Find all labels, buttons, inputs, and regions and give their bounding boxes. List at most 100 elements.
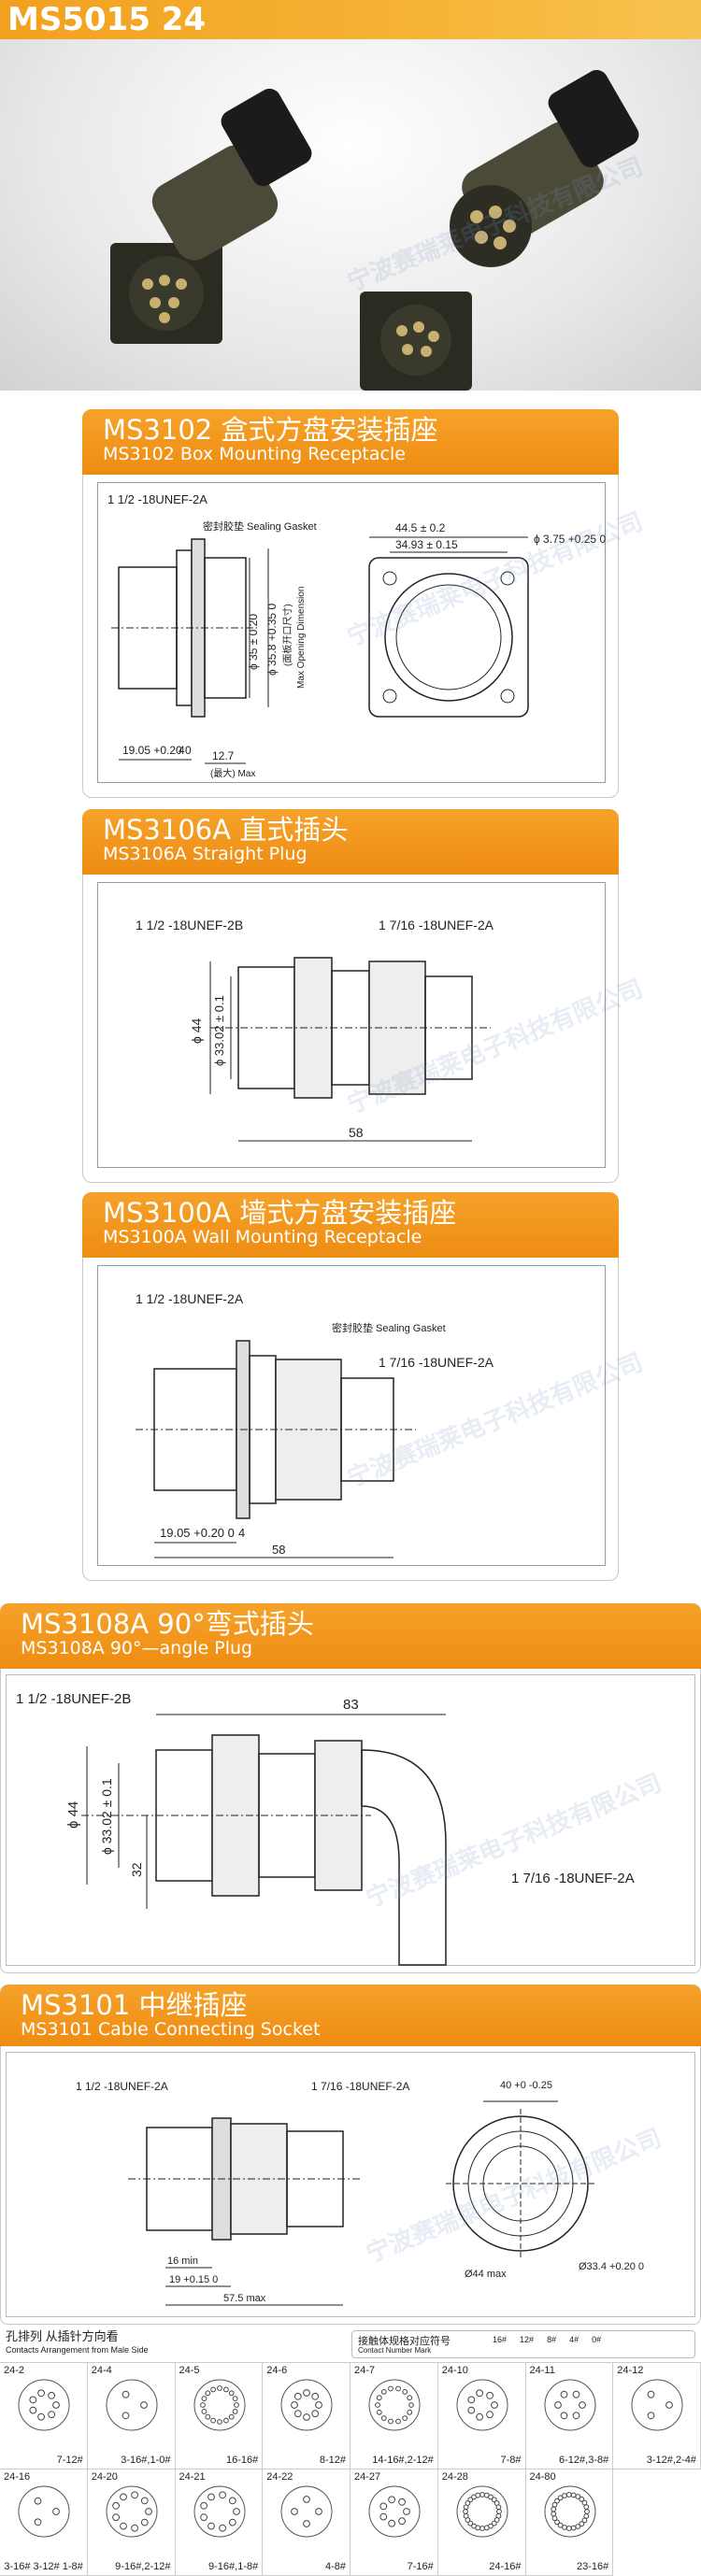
contact-pin — [581, 2517, 587, 2524]
contact-code: 24-22 — [266, 2471, 293, 2483]
ms3101-thread-left: 1 1/2 -18UNEF-2A — [76, 2080, 168, 2093]
contact-pin — [233, 2402, 239, 2408]
contact-pin — [463, 2512, 469, 2519]
contact-desc: 4-8# — [324, 2561, 346, 2572]
contact-arrangement-icon — [631, 2379, 683, 2431]
contact-desc: 8-12# — [319, 2455, 346, 2466]
contact-pin — [491, 2497, 497, 2503]
contact-pin — [111, 2501, 120, 2510]
contact-pin — [122, 2390, 130, 2398]
contact-pin — [294, 2410, 302, 2418]
contact-pin — [204, 2390, 210, 2397]
contact-desc: 7-12# — [56, 2455, 83, 2466]
contact-desc: 16-16# — [225, 2455, 259, 2466]
contact-pin — [398, 2498, 406, 2506]
contact-pin — [216, 2419, 222, 2425]
section-ms3101-title-cn: MS3101 中继插座 — [21, 1989, 248, 2021]
contacts-title-en: Contacts Arrangement from Male Side — [6, 2345, 149, 2355]
ms3108a-drawing-svg: 1 1/2 -18UNEF-2B 83 ϕ 44 ϕ 33.02 ± 0.1 3… — [16, 1691, 635, 1966]
ms3100a-len1: 19.05 +0.20 0 — [160, 1526, 235, 1540]
ms3108a-length: 83 — [343, 1697, 359, 1713]
contact-pin — [232, 2409, 237, 2414]
ms3102-drawing-svg: 1 1/2 -18UNEF-2A 密封胶垫 Sealing Gasket ϕ 3… — [107, 492, 606, 779]
contact-arrangement-icon — [193, 2485, 245, 2538]
contact-mark-item: 8# — [547, 2335, 557, 2344]
contact-pin — [561, 2525, 567, 2530]
contact-pin — [311, 2392, 320, 2400]
section-ms3108a-header: MS3108A 90°弯式插头 MS3108A 90°—angle Plug — [0, 1603, 701, 1669]
contact-desc: 3-16#,1-0# — [121, 2455, 171, 2466]
ms3100a-drawing: 1 1/2 -18UNEF-2A 密封胶垫 Sealing Gasket 1 7… — [97, 1265, 606, 1566]
ms3102-gasket-label: 密封胶垫 Sealing Gasket — [203, 519, 317, 533]
contacts-heading: 孔排列 从插针方向看 Contacts Arrangement from Mal… — [6, 2330, 305, 2355]
contact-pin — [565, 2492, 572, 2498]
contact-pin — [578, 2401, 586, 2409]
page-title: MS5015 24 — [0, 0, 701, 39]
ms3102-len2: 4 — [179, 744, 185, 757]
ms3106a-length: 58 — [349, 1125, 364, 1140]
contact-pin — [398, 2517, 406, 2526]
contact-pin — [491, 2520, 497, 2526]
contact-pin — [130, 2491, 138, 2499]
contact-pin — [144, 2508, 152, 2515]
contact-pin — [228, 2497, 236, 2505]
section-ms3102-title-en: MS3102 Box Mounting Receptacle — [103, 444, 406, 464]
contact-pin — [467, 2520, 473, 2526]
contact-pin — [218, 2491, 226, 2499]
ms3102-len3: 12.7 — [212, 749, 235, 762]
connector-right-image — [360, 69, 639, 391]
contact-pin — [395, 2385, 401, 2392]
contact-pin — [574, 2494, 580, 2499]
ms3102-w1: 44.5 ± 0.2 — [395, 521, 446, 534]
contact-mark-item: 4# — [569, 2335, 579, 2344]
contact-pin — [139, 2401, 148, 2409]
contact-pin — [199, 2513, 207, 2522]
contact-desc: 6-12#,3-8# — [559, 2455, 609, 2466]
section-ms3106a-title-cn: MS3106A 直式插头 — [103, 814, 349, 846]
contact-pin — [294, 2392, 302, 2400]
ms3108a-thread-right: 1 7/16 -18UNEF-2A — [511, 1871, 635, 1886]
contact-pin — [291, 2508, 299, 2515]
ms3102-d1-label: ϕ 35 ± 0.20 — [247, 614, 260, 670]
contact-pin — [140, 2518, 149, 2526]
contact-pin — [465, 2500, 471, 2506]
contact-pin — [29, 2396, 37, 2404]
contact-pin — [207, 2522, 215, 2530]
contact-pin — [130, 2524, 138, 2532]
contact-pin — [218, 2524, 226, 2532]
contact-pin — [402, 2389, 408, 2395]
section-ms3108a-title-cn: MS3108A 90°弯式插头 — [21, 1608, 314, 1640]
contact-pin — [388, 2385, 393, 2392]
ms3102-len1: 19.05 +0.20 0 — [122, 744, 192, 757]
contact-pin — [550, 2511, 556, 2517]
contact-pin — [199, 2402, 206, 2408]
ms3106a-thread-right: 1 7/16 -18UNEF-2A — [379, 918, 494, 932]
contact-pin — [403, 2508, 410, 2515]
contact-pin — [551, 2501, 557, 2508]
ms3101-drawing: 1 1/2 -18UNEF-2A 1 7/16 -18UNEF-2A 16 mi… — [6, 2052, 695, 2317]
contact-arrangement-icon — [544, 2485, 595, 2538]
contact-pin — [311, 2410, 320, 2418]
contact-arrangement-icon — [193, 2379, 245, 2431]
contact-pin — [572, 2390, 579, 2398]
section-ms3102-title-cn: MS3102 盒式方盘安装插座 — [103, 414, 438, 446]
contact-pin — [201, 2396, 207, 2402]
contact-pin — [560, 2412, 567, 2420]
contact-arrangement-icon — [106, 2485, 158, 2538]
contact-desc: 3-12#,2-4# — [646, 2455, 696, 2466]
section-ms3106a-header: MS3106A 直式插头 MS3106A Straight Plug — [82, 809, 619, 875]
ms3108a-height: 32 — [129, 1862, 144, 1877]
ms3106a-thread-left: 1 1/2 -18UNEF-2B — [136, 918, 243, 932]
section-ms3102-header: MS3102 盒式方盘安装插座 MS3102 Box Mounting Rece… — [82, 409, 619, 475]
contact-pin — [207, 2493, 215, 2501]
contact-arrangement-icon — [368, 2379, 421, 2431]
contact-pin — [557, 2522, 564, 2528]
